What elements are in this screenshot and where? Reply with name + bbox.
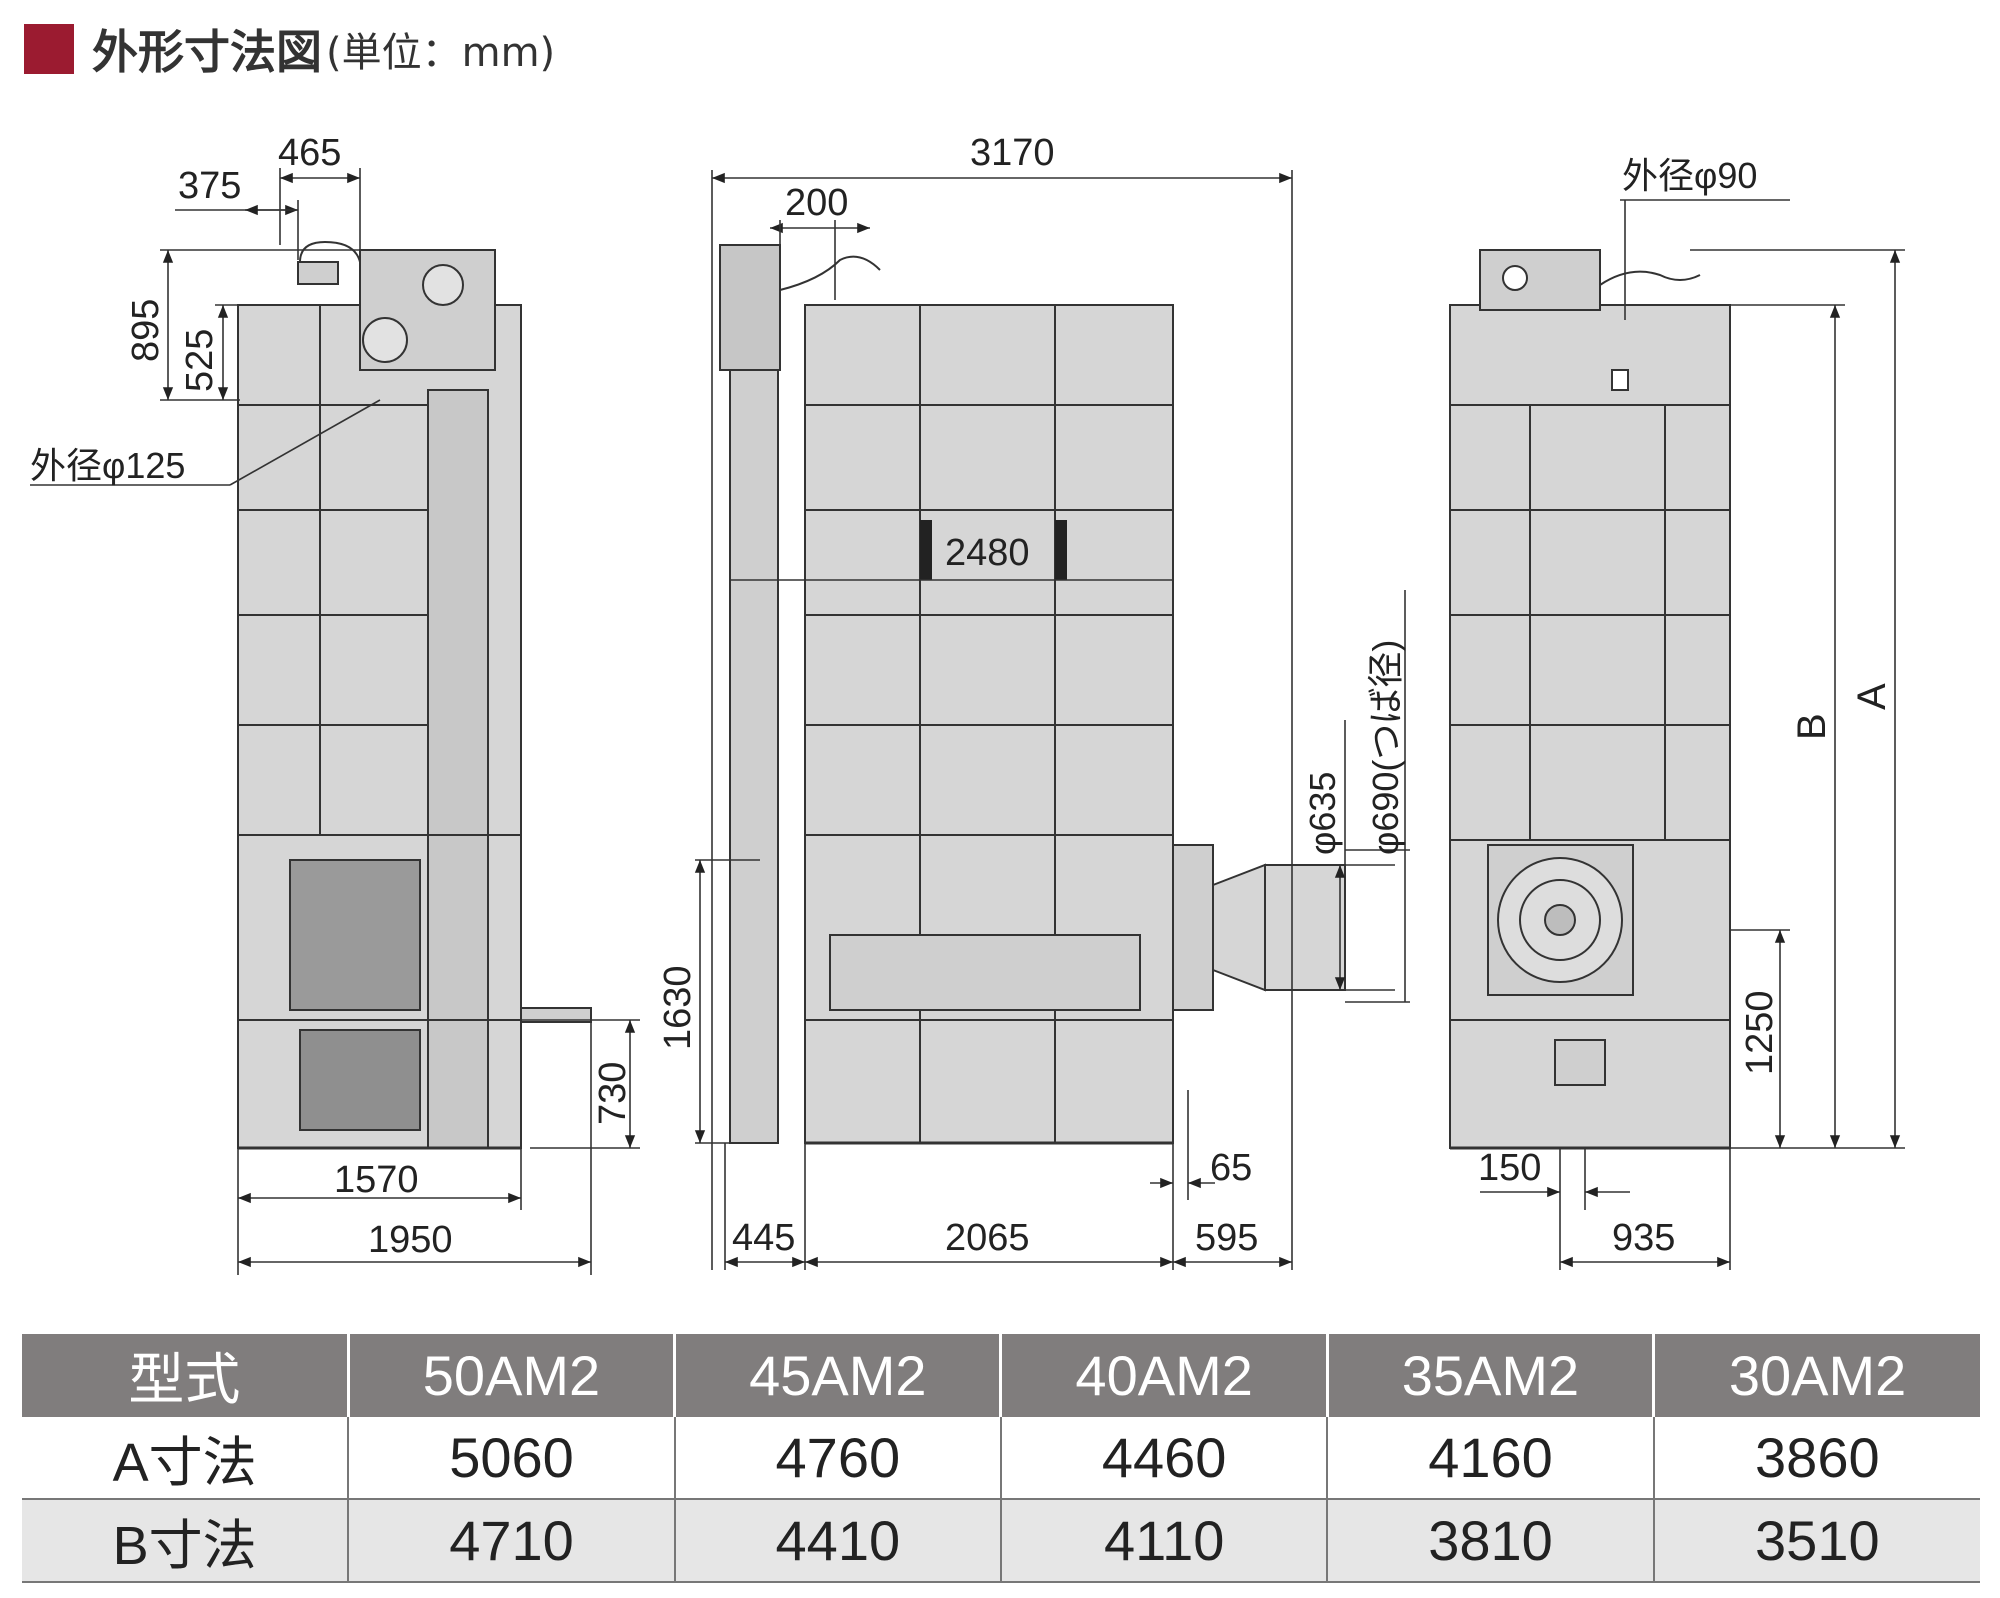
table-header-cell: 型式 <box>22 1334 350 1417</box>
table-header-cell: 50AM2 <box>348 1334 677 1417</box>
rear-label-b: B <box>1790 713 1834 740</box>
table-row-label: B寸法 <box>22 1499 350 1583</box>
side-dim-525: 525 <box>179 329 221 392</box>
side-outer-diameter: 外径φ125 <box>30 445 185 486</box>
rear-view-dimensions <box>1480 199 1905 1270</box>
unit-note: (単位：mm) <box>326 30 556 76</box>
side-dim-895: 895 <box>125 299 167 362</box>
table-cell: 3810 <box>1327 1499 1655 1583</box>
rear-dim-150: 150 <box>1478 1147 1541 1189</box>
front-dim-1630: 1630 <box>657 965 699 1050</box>
table-row-label: A寸法 <box>22 1417 350 1500</box>
front-dim-65: 65 <box>1210 1147 1252 1189</box>
front-phi-690: φ690(つば径) <box>1365 640 1406 855</box>
table-cell: 4160 <box>1327 1417 1655 1500</box>
table-header-cell: 40AM2 <box>1000 1334 1329 1417</box>
front-dim-200: 200 <box>785 182 848 224</box>
dimension-drawings: 375 465 895 525 外径φ125 730 1570 1950 <box>30 132 1905 1275</box>
rear-outer-diameter: 外径φ90 <box>1622 155 1757 196</box>
table-cell: 3510 <box>1653 1499 1980 1583</box>
page-title: 外形寸法図 <box>92 25 322 79</box>
table-row: A寸法 5060 4760 4460 4160 3860 <box>22 1417 1980 1500</box>
front-dim-595: 595 <box>1195 1217 1258 1259</box>
side-dim-465: 465 <box>278 132 341 174</box>
table-header-cell: 35AM2 <box>1327 1334 1656 1417</box>
table-cell: 4760 <box>674 1417 1002 1500</box>
table-cell: 3860 <box>1653 1417 1980 1500</box>
table-header-row: 型式 50AM2 45AM2 40AM2 35AM2 30AM2 <box>22 1334 1980 1417</box>
table-cell: 4460 <box>1000 1417 1329 1500</box>
dimension-spec-table: 型式 50AM2 45AM2 40AM2 35AM2 30AM2 A寸法 506… <box>22 1334 1980 1583</box>
table-row: B寸法 4710 4410 4110 3810 3510 <box>22 1499 1980 1583</box>
table-header-cell: 30AM2 <box>1653 1334 1980 1417</box>
table-cell: 4110 <box>1000 1499 1329 1583</box>
title-marker <box>24 24 74 74</box>
rear-view-drawing <box>1449 249 1731 1150</box>
rear-dim-1250: 1250 <box>1739 990 1781 1075</box>
front-dim-3170: 3170 <box>970 132 1055 174</box>
rear-dim-935: 935 <box>1612 1217 1675 1259</box>
side-view-drawing <box>237 240 592 1150</box>
side-dim-730: 730 <box>592 1062 634 1125</box>
front-dim-2065: 2065 <box>945 1217 1030 1259</box>
table-header-cell: 45AM2 <box>674 1334 1003 1417</box>
front-view-dimensions <box>694 170 1410 1270</box>
side-dim-1570: 1570 <box>334 1159 419 1201</box>
front-dim-445: 445 <box>732 1217 795 1259</box>
front-view-drawing <box>719 244 1346 1145</box>
side-view-dimensions <box>30 168 640 1275</box>
page-header: 外形寸法図 (単位：mm) <box>24 14 555 84</box>
side-dim-375: 375 <box>178 165 241 207</box>
table-cell: 4410 <box>674 1499 1002 1583</box>
front-phi-635: φ635 <box>1302 772 1343 855</box>
side-dim-1950: 1950 <box>368 1219 453 1261</box>
rear-label-a: A <box>1850 683 1894 710</box>
table-cell: 4710 <box>348 1499 676 1583</box>
table-cell: 5060 <box>348 1417 676 1500</box>
front-dim-2480: 2480 <box>945 532 1030 574</box>
